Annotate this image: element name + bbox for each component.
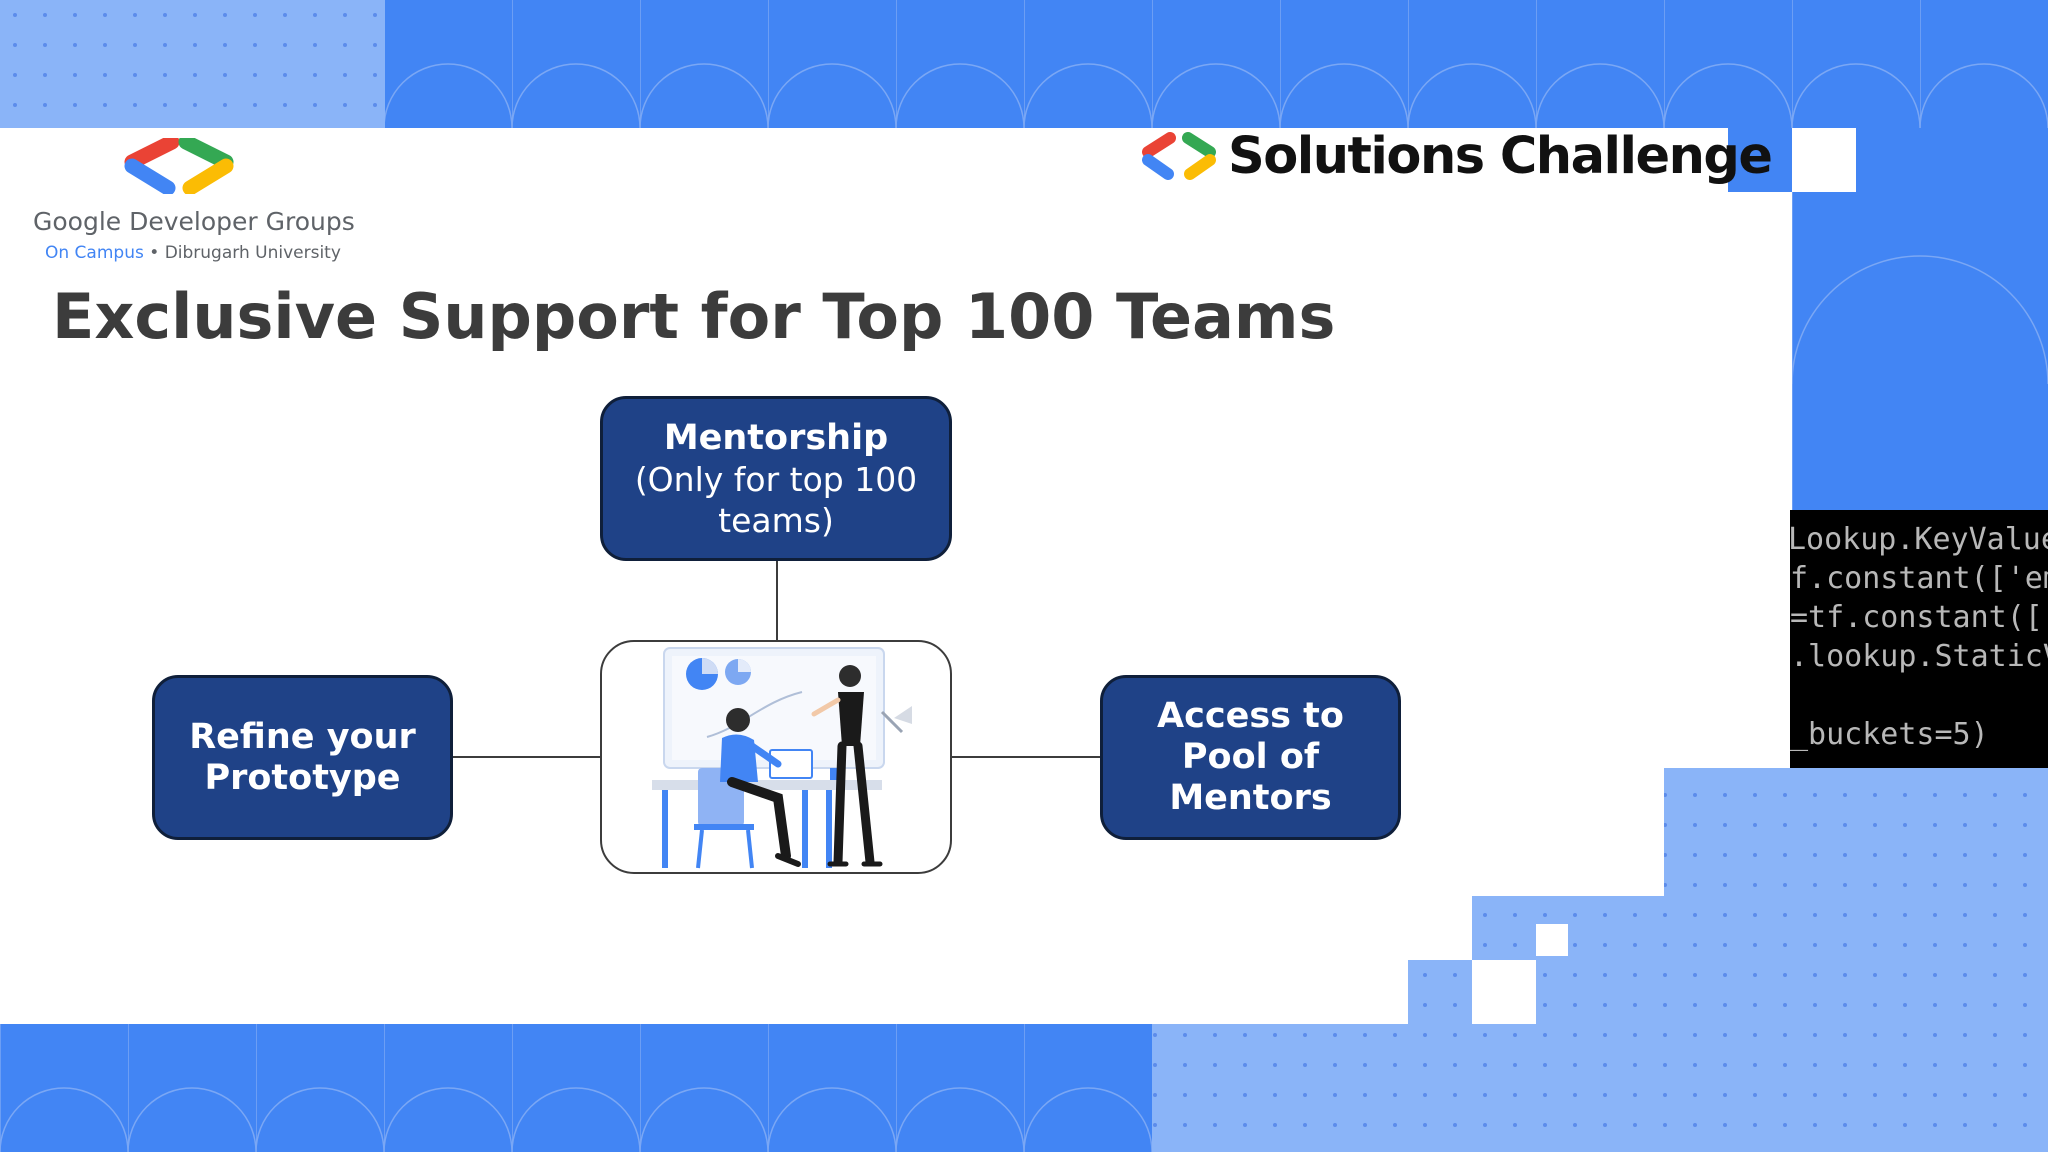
office-meeting-illustration bbox=[652, 647, 912, 869]
access-line1: Access to bbox=[1157, 696, 1344, 736]
mentorship-subtitle-line2: teams) bbox=[718, 500, 834, 540]
access-line2: Pool of bbox=[1181, 737, 1320, 777]
mentorship-subtitle-line1: (Only for top 100 bbox=[634, 459, 918, 499]
code-line: .lookup.StaticV bbox=[1790, 639, 2048, 674]
code-line: Lookup.KeyValue bbox=[1790, 522, 2048, 557]
access-line3: Mentors bbox=[1169, 778, 1332, 818]
mentorship-title: Mentorship bbox=[663, 417, 889, 458]
code-line: _buckets=5) bbox=[1790, 717, 1989, 752]
code-line: f.constant(['em bbox=[1790, 561, 2048, 596]
solutions-challenge-logo bbox=[1142, 132, 1216, 180]
gdg-separator: • bbox=[149, 243, 160, 263]
mentorship-box: Mentorship (Only for top 100 teams) bbox=[600, 396, 952, 561]
access-mentors-box: Access to Pool of Mentors bbox=[1100, 675, 1401, 840]
gdg-on-campus: On Campus bbox=[45, 243, 144, 263]
code-snippet-panel: Lookup.KeyValue f.constant(['em =tf.cons… bbox=[1790, 510, 2048, 768]
gdg-brackets-logo bbox=[124, 138, 234, 194]
gdg-name: Google Developer Groups bbox=[33, 207, 355, 236]
refine-line1: Refine your bbox=[189, 716, 416, 757]
refine-prototype-box: Refine your Prototype bbox=[152, 675, 453, 840]
slide-title: Exclusive Support for Top 100 Teams bbox=[52, 280, 1336, 353]
refine-line2: Prototype bbox=[204, 757, 401, 798]
gdg-university: Dibrugarh University bbox=[164, 243, 341, 263]
code-line: =tf.constant([[ bbox=[1790, 600, 2048, 635]
illustration-card bbox=[600, 640, 952, 874]
solutions-challenge-title: Solutions Challenge bbox=[1228, 127, 1773, 186]
gdg-chapter: On Campus • Dibrugarh University bbox=[45, 243, 341, 263]
